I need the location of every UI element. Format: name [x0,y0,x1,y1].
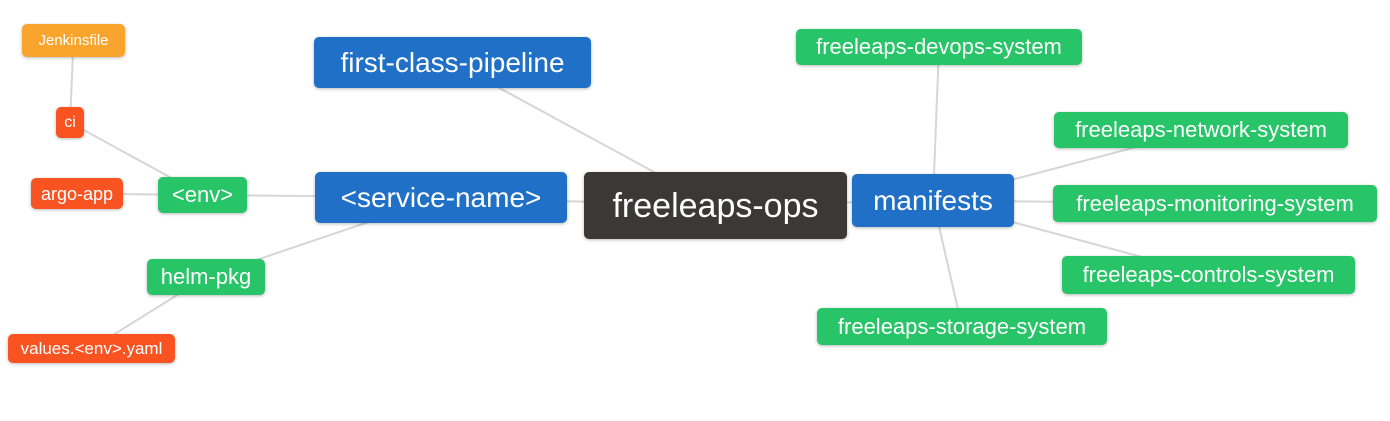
node-label-service-name: <service-name> [340,181,542,213]
node-label-freeleaps-monitoring-system: freeleaps-monitoring-system [1076,190,1354,216]
node-label-freeleaps-controls-system: freeleaps-controls-system [1082,262,1335,287]
mindmap-node-freeleaps-storage-system[interactable]: freeleaps-storage-system [817,308,1107,345]
mindmap-node-helm-pkg[interactable]: helm-pkg [147,259,265,295]
node-label-env: <env> [171,182,234,207]
mindmap-node-freeleaps-network-system[interactable]: freeleaps-network-system [1054,112,1348,148]
mindmap-node-freeleaps-controls-system[interactable]: freeleaps-controls-system [1062,256,1355,294]
mindmap-node-first-class-pipeline[interactable]: first-class-pipeline [314,37,591,88]
node-label-freeleaps-network-system: freeleaps-network-system [1075,117,1327,142]
mindmap-node-service-name[interactable]: <service-name> [315,172,567,223]
mindmap-node-env[interactable]: <env> [158,177,247,213]
mindmap-node-freeleaps-ops[interactable]: freeleaps-ops [584,172,847,239]
mindmap-node-manifests[interactable]: manifests [852,174,1014,227]
node-label-helm-pkg: helm-pkg [160,264,252,289]
mindmap-node-freeleaps-devops-system[interactable]: freeleaps-devops-system [796,29,1082,65]
node-label-argo-app: argo-app [40,183,114,204]
mindmap-node-freeleaps-monitoring-system[interactable]: freeleaps-monitoring-system [1053,185,1377,222]
node-label-freeleaps-ops: freeleaps-ops [612,186,819,225]
mindmap-node-argo-app[interactable]: argo-app [31,178,123,209]
node-label-jenkinsfile: Jenkinsfile [38,32,109,49]
mindmap-node-jenkinsfile[interactable]: Jenkinsfile [22,24,125,57]
node-label-ci: ci [64,113,76,131]
mindmap-node-ci[interactable]: ci [56,107,84,138]
node-label-values-env-yaml: values.<env>.yaml [20,339,163,358]
node-label-first-class-pipeline: first-class-pipeline [340,46,565,78]
node-label-freeleaps-storage-system: freeleaps-storage-system [837,313,1087,339]
node-label-manifests: manifests [873,184,993,216]
mindmap-node-values-env-yaml[interactable]: values.<env>.yaml [8,334,175,363]
node-label-freeleaps-devops-system: freeleaps-devops-system [816,34,1062,59]
